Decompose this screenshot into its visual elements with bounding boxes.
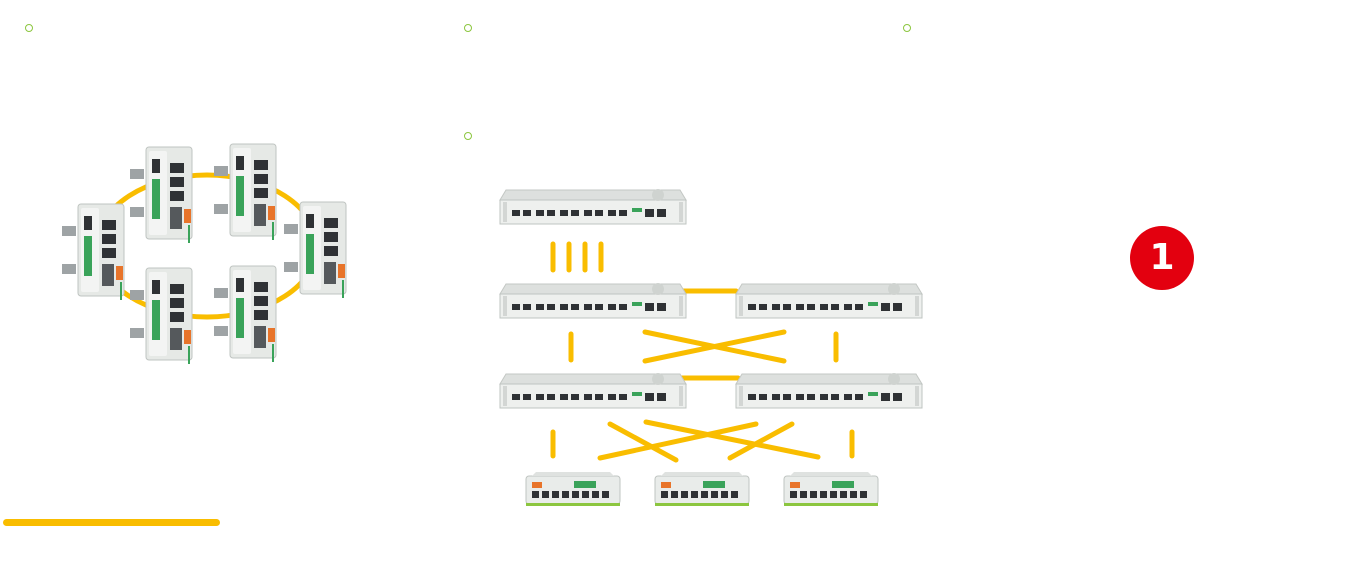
accent-underline [3,519,220,526]
compact-switch-icon [654,471,750,507]
din-rail-switch-icon [283,201,347,299]
mesh-links [550,241,855,463]
compact-switch-icon [783,471,879,507]
ring-topology [61,143,347,365]
rack-switch-icon [735,282,923,319]
rack-switch-icon [499,282,687,319]
din-rail-switch-icon [129,146,193,244]
bullet-icon [25,24,33,32]
din-rail-switch-icon [61,203,125,301]
rack-switch-icon [735,372,923,409]
bullet-icon [464,132,472,140]
bullet-icon [464,24,472,32]
rack-switch-icon [499,372,687,409]
din-rail-switch-icon [129,267,193,365]
bullet-icon [903,24,911,32]
rack-switch-icon [499,188,687,225]
step-number-badge: 1 [1130,226,1194,290]
compact-switch-icon [525,471,621,507]
mesh-topology [499,188,923,507]
din-rail-switch-icon [213,143,277,241]
